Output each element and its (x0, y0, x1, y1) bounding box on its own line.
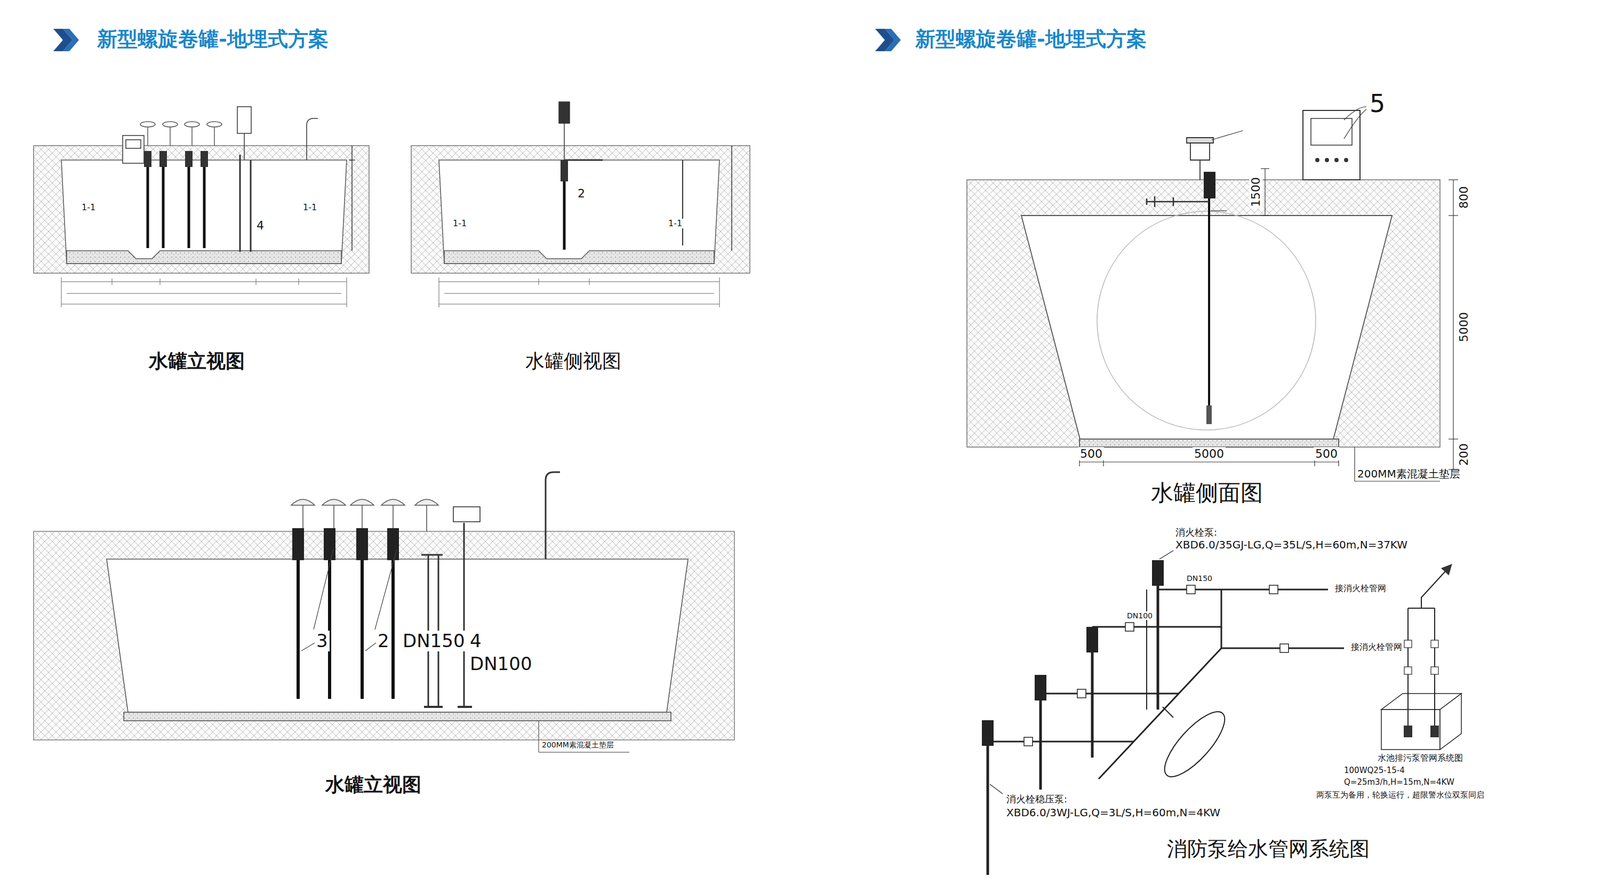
pump-spec: Q=25m3/h,H=15m,N=4KW (1344, 777, 1455, 787)
caption: 水罐立视图 (325, 773, 422, 796)
pump-spec: XBD6.0/35GJ-LG,Q=35L/S,H=60m,N=37KW (1175, 538, 1408, 551)
dimension: 5000 (1192, 446, 1226, 461)
section-mark: 1-1 (80, 202, 98, 213)
caption: 水罐侧面图 (1150, 480, 1263, 506)
callout-number: 3 (314, 630, 330, 652)
dimension: 200 (1457, 441, 1471, 468)
tank-side-view-small (411, 101, 750, 308)
pipe-size: DN100 (1125, 611, 1155, 620)
callout-number: 4 (468, 630, 484, 652)
tank-elevation-large (33, 472, 735, 752)
pipe-size: DN100 (468, 653, 534, 675)
pipe-size: DN150 (1185, 573, 1214, 583)
sub-caption: 水池排污泵管网系统图 (1377, 753, 1463, 763)
callout-number: 5 (1369, 89, 1386, 118)
note: 200MM素混凝土垫层 (541, 740, 614, 749)
callout-number: 2 (576, 186, 587, 200)
dimension: 1500 (1249, 175, 1263, 209)
tank-elevation-small (33, 106, 370, 308)
section-mark: 1-1 (666, 218, 684, 229)
section-mark: 1-1 (451, 218, 469, 229)
pump-spec: 100WQ25-15-4 (1344, 765, 1405, 775)
pump-piping-system (981, 550, 1462, 875)
page-title: 新型螺旋卷罐-地埋式方案 (915, 27, 1147, 52)
note: 两泵互为备用，轮换运行，超限警水位双泵同启 (1316, 790, 1485, 800)
pump-spec: XBD6.0/3WJ-LG,Q=3L/S,H=60m,N=4KW (1004, 806, 1222, 819)
caption: 消防泵给水管网系统图 (1166, 837, 1370, 861)
section-mark: 1-1 (301, 202, 319, 213)
pipe-note: 接消火栓管网 (1349, 642, 1404, 652)
callout-number: 4 (254, 218, 266, 232)
note: 200MM素混凝土垫层 (1357, 467, 1461, 480)
dimension: 800 (1457, 184, 1471, 211)
pump-label: 消火栓泵: (1175, 526, 1218, 539)
pipe-size: DN150 (401, 630, 467, 652)
caption: 水罐侧视图 (525, 349, 622, 372)
dimension: 500 (1313, 446, 1340, 461)
dimension: 500 (1078, 446, 1104, 461)
callout-number: 2 (376, 630, 391, 652)
page-title: 新型螺旋卷罐-地埋式方案 (97, 27, 329, 52)
caption: 水罐立视图 (148, 349, 245, 372)
pipe-note: 接消火栓管网 (1333, 583, 1388, 594)
pump-label: 消火栓稳压泵: (1004, 793, 1069, 805)
dimension: 5000 (1457, 310, 1471, 344)
tank-side-section (966, 106, 1459, 482)
